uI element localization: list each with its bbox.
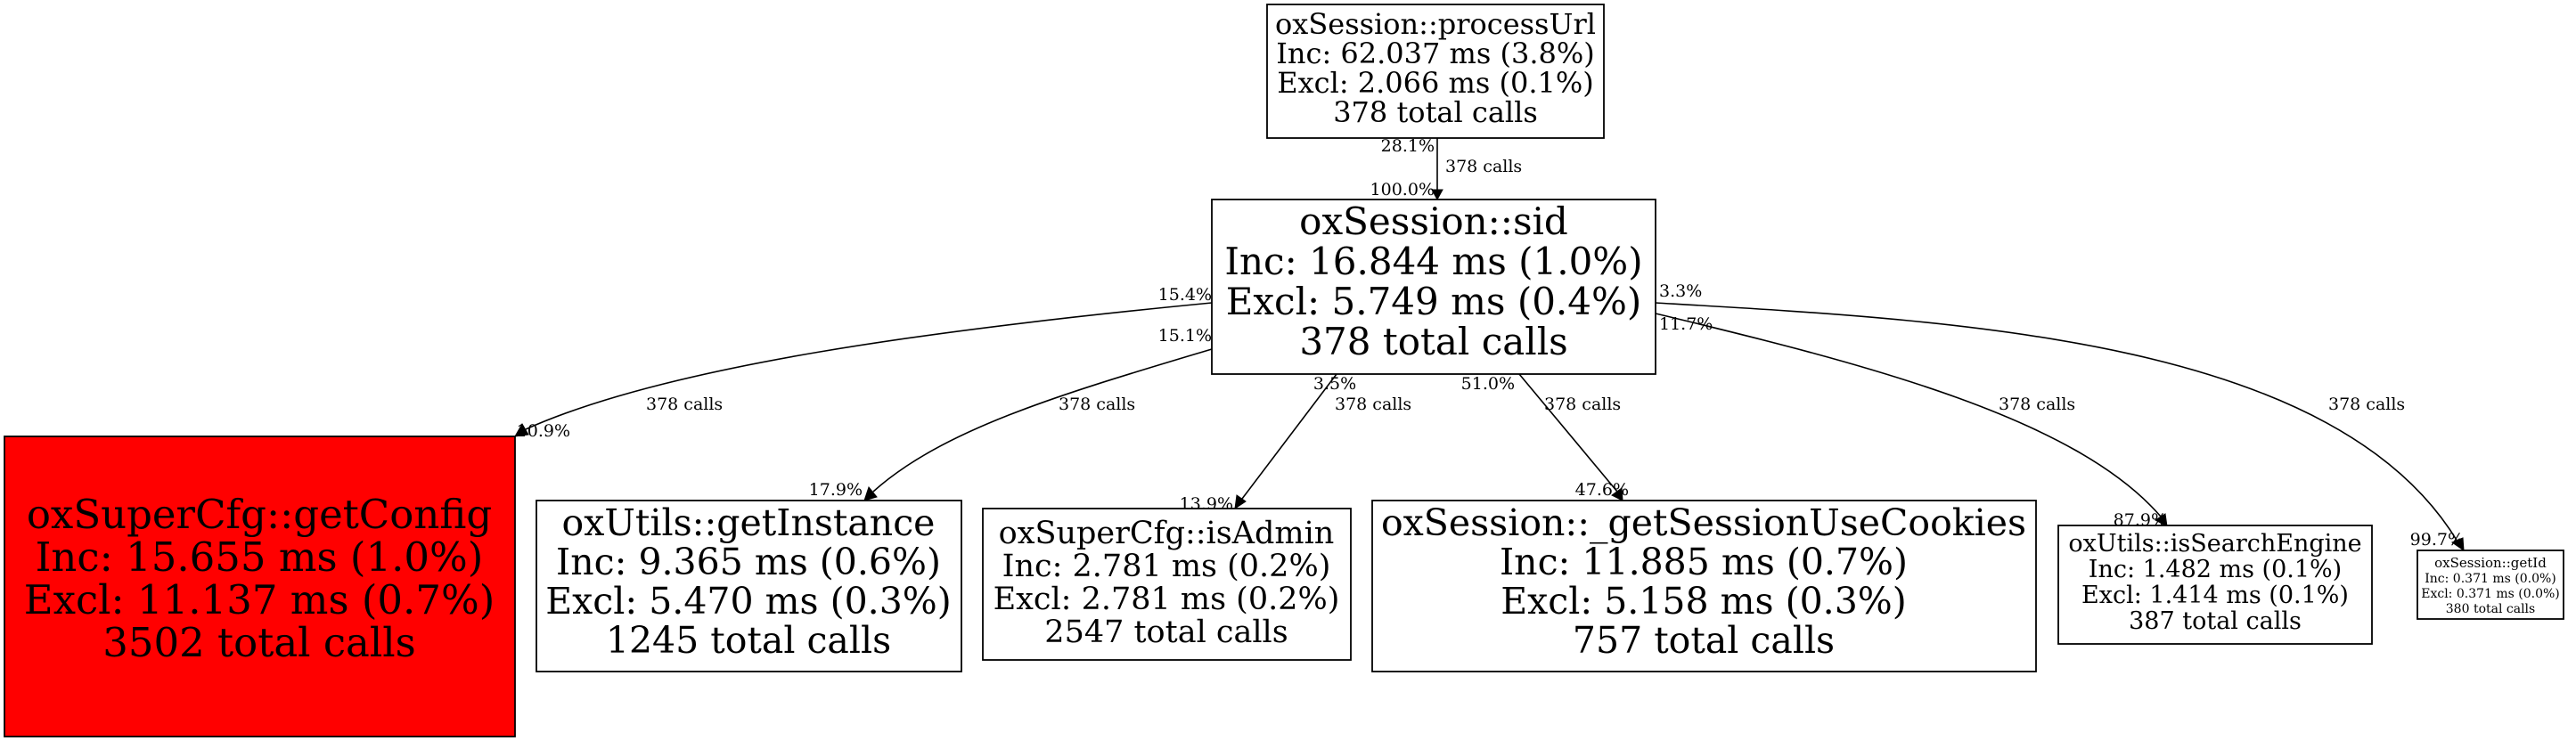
node-name: oxSession::processUrl [1275, 7, 1596, 41]
edge-line [1518, 373, 1618, 493]
node-name: oxUtils::getInstance [562, 501, 936, 544]
node-getinstance[interactable]: oxUtils::getInstance Inc: 9.365 ms (0.6%… [536, 500, 962, 672]
edge-line [1655, 313, 2162, 517]
edge-dst-pct: 10.9% [517, 421, 570, 441]
node-box [982, 508, 1352, 661]
node-excl: Excl: 5.158 ms (0.3%) [1501, 580, 1906, 623]
node-calls: 387 total calls [2129, 607, 2302, 635]
arrowhead [514, 423, 529, 437]
node-excl: Excl: 5.749 ms (0.4%) [1226, 280, 1642, 323]
arrowhead [863, 485, 878, 501]
node-calls: 380 total calls [2446, 602, 2535, 616]
node-getconfig[interactable]: oxSuperCfg::getConfig Inc: 15.655 ms (1.… [4, 436, 516, 737]
edge-sid-getinstance: 15.1% 378 calls 17.9% [809, 326, 1213, 501]
edge-src-pct: 3.5% [1313, 374, 1356, 394]
node-inc: Inc: 11.885 ms (0.7%) [1500, 541, 1908, 583]
node-box [1266, 4, 1605, 139]
node-getid[interactable]: oxSession::getId Inc: 0.371 ms (0.0%) Ex… [2417, 550, 2564, 620]
node-box [4, 436, 516, 737]
node-box [1371, 500, 2037, 672]
node-name: oxUtils::isSearchEngine [2068, 530, 2361, 558]
node-calls: 757 total calls [1573, 619, 1835, 662]
arrowhead [1234, 494, 1247, 510]
node-calls: 3502 total calls [102, 619, 416, 666]
arrowhead [1611, 487, 1623, 501]
edge-src-pct: 3.3% [1659, 281, 1702, 301]
edge-calls-label: 378 calls [1999, 395, 2075, 414]
edge-sid-getconfig: 15.4% 378 calls 10.9% [514, 285, 1213, 441]
edge-line [1655, 302, 2458, 542]
node-issearchengine[interactable]: oxUtils::isSearchEngine Inc: 1.482 ms (0… [2057, 525, 2373, 645]
edge-src-pct: 28.1% [1381, 136, 1435, 156]
node-inc: Inc: 62.037 ms (3.8%) [1276, 37, 1594, 70]
node-inc: Inc: 9.365 ms (0.6%) [556, 541, 941, 583]
edge-dst-pct: 47.6% [1575, 480, 1629, 500]
edge-calls-label: 378 calls [1059, 395, 1135, 414]
edge-sid-getid: 3.3% 378 calls 99.7% [1655, 281, 2465, 552]
edge-src-pct: 11.7% [1659, 314, 1713, 334]
node-inc: Inc: 2.781 ms (0.2%) [1002, 549, 1331, 584]
edge-line [1241, 373, 1337, 500]
node-isadmin[interactable]: oxSuperCfg::isAdmin Inc: 2.781 ms (0.2%)… [982, 508, 1352, 661]
node-box [536, 500, 962, 672]
edge-calls-label: 378 calls [646, 395, 723, 414]
edge-calls-label: 378 calls [1335, 395, 1411, 414]
node-name: oxSession::getId [2434, 555, 2547, 571]
node-name: oxSession::_getSessionUseCookies [1381, 501, 2026, 544]
node-excl: Excl: 1.414 ms (0.1%) [2081, 582, 2349, 609]
node-calls: 378 total calls [1333, 95, 1538, 129]
node-excl: Excl: 0.371 ms (0.0%) [2421, 587, 2560, 601]
arrowhead [1431, 189, 1443, 201]
node-excl: Excl: 2.066 ms (0.1%) [1277, 66, 1594, 100]
edge-dst-pct: 100.0% [1370, 180, 1435, 200]
edges: 28.1% 378 calls 100.0% 15.4% 378 calls 1… [514, 136, 2465, 552]
node-name: oxSession::sid [1299, 200, 1568, 243]
edge-sid-getsessionusecookies: 51.0% 378 calls 47.6% [1461, 373, 1629, 501]
arrowhead [2155, 513, 2168, 527]
edge-dst-pct: 17.9% [809, 480, 863, 500]
node-box [2417, 550, 2564, 620]
node-box [1211, 199, 1656, 375]
node-inc: Inc: 16.844 ms (1.0%) [1224, 240, 1642, 283]
edge-calls-label: 378 calls [1544, 395, 1621, 414]
node-inc: Inc: 15.655 ms (1.0%) [36, 533, 484, 581]
edge-sid-isadmin: 3.5% 378 calls 13.9% [1180, 373, 1411, 514]
edge-src-pct: 15.4% [1158, 285, 1212, 305]
arrowhead [2450, 537, 2465, 552]
edge-dst-pct: 99.7% [2410, 530, 2464, 550]
node-calls: 1245 total calls [606, 619, 891, 662]
edge-calls-label: 378 calls [2328, 395, 2405, 414]
node-processurl[interactable]: oxSession::processUrl Inc: 62.037 ms (3.… [1266, 4, 1605, 139]
edge-line [525, 302, 1213, 430]
node-excl: Excl: 5.470 ms (0.3%) [545, 580, 951, 623]
edge-processurl-sid: 28.1% 378 calls 100.0% [1370, 136, 1522, 201]
edge-calls-label: 378 calls [1445, 157, 1522, 176]
node-excl: Excl: 2.781 ms (0.2%) [994, 582, 1340, 617]
node-name: oxSuperCfg::isAdmin [999, 516, 1335, 551]
node-excl: Excl: 11.137 ms (0.7%) [24, 576, 495, 623]
node-getsessionusecookies[interactable]: oxSession::_getSessionUseCookies Inc: 11… [1371, 500, 2037, 672]
node-inc: Inc: 0.371 ms (0.0%) [2425, 572, 2556, 586]
node-calls: 378 total calls [1299, 320, 1567, 363]
node-name: oxSuperCfg::getConfig [27, 491, 492, 538]
node-inc: Inc: 1.482 ms (0.1%) [2089, 556, 2342, 583]
node-sid[interactable]: oxSession::sid Inc: 16.844 ms (1.0%) Exc… [1211, 199, 1656, 375]
edge-line [872, 348, 1213, 493]
node-box [2057, 525, 2373, 645]
edge-src-pct: 15.1% [1158, 326, 1212, 346]
node-calls: 2547 total calls [1044, 615, 1288, 650]
edge-src-pct: 51.0% [1461, 374, 1515, 394]
